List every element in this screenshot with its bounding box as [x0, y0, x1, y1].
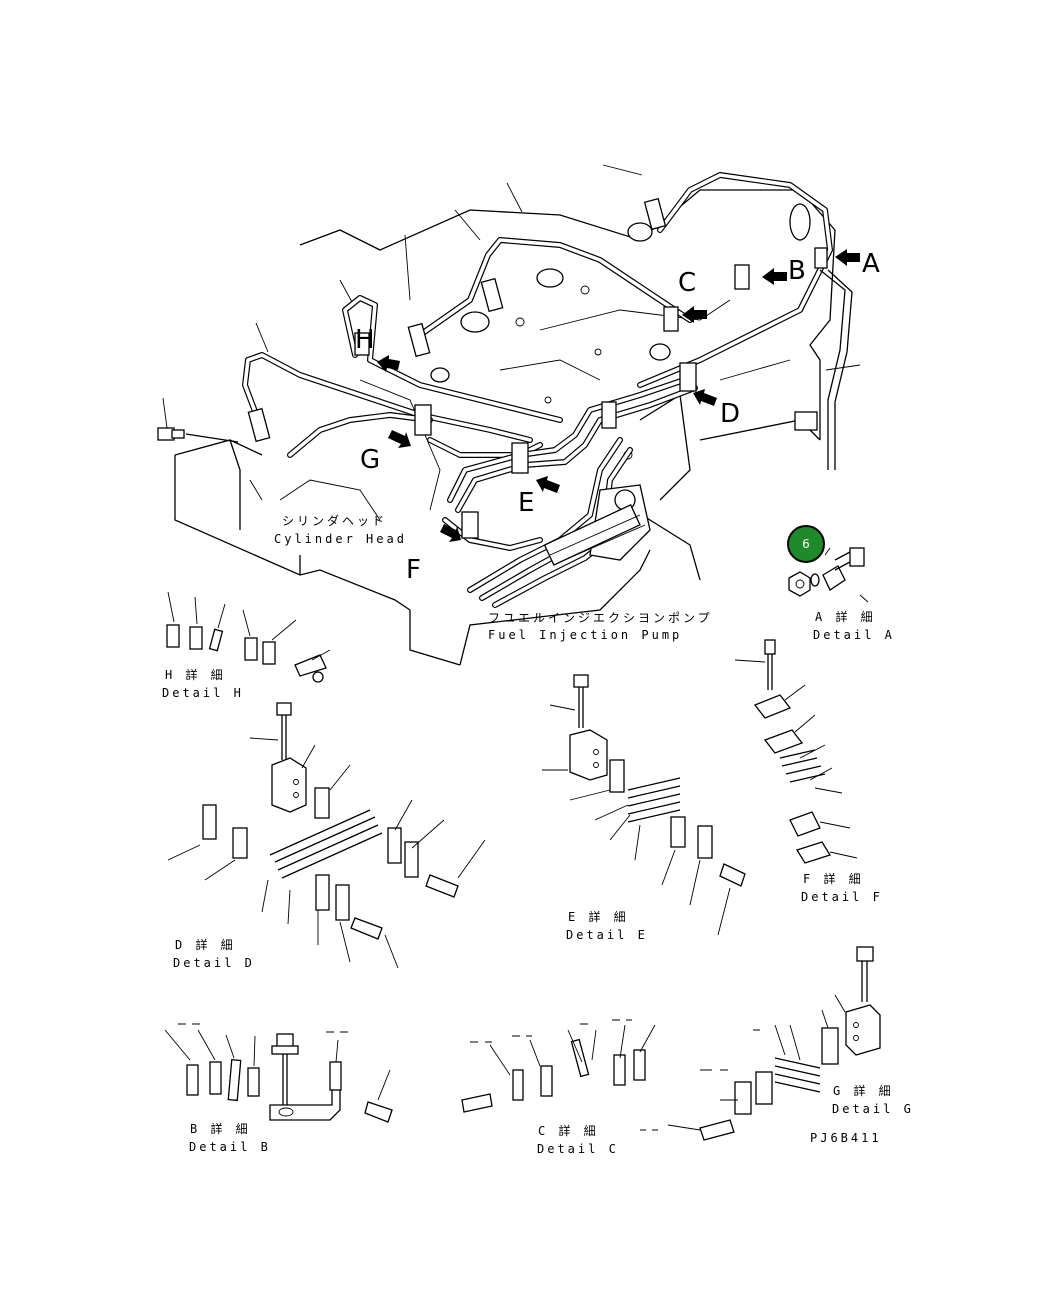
detail-c-title-en: Detail C: [537, 1142, 619, 1156]
view-letter-g: G: [360, 445, 381, 475]
detail-g-title-jp: G 詳 細: [833, 1084, 894, 1098]
detail-h-title-en: Detail H: [162, 686, 244, 700]
detail-d-drawing: [167, 702, 486, 969]
detail-d-title-jp: D 詳 細: [175, 938, 236, 952]
detail-h-title-jp: H 詳 細: [165, 668, 226, 682]
detail-g-drawing: [640, 946, 881, 1141]
view-letter-b: B: [788, 256, 806, 286]
detail-e-drawing: [542, 674, 746, 936]
view-letter-d: D: [720, 399, 741, 429]
engine-block: [157, 189, 836, 666]
pipe-clamps: [354, 247, 828, 539]
detail-b-title-en: Detail B: [189, 1140, 271, 1154]
detail-b-drawing: [164, 1023, 393, 1123]
detail-g-title-en: Detail G: [832, 1102, 914, 1116]
fuel-pump-label-en: Fuel Injection Pump: [488, 628, 683, 642]
detail-e-title-jp: E 詳 細: [568, 910, 629, 924]
detail-h-drawing: [166, 591, 331, 683]
detail-c-drawing: [461, 1019, 656, 1113]
cylinder-head-label-jp: シリンダヘッド: [282, 514, 388, 528]
callout-number: 6: [802, 537, 810, 551]
view-letter-c: C: [678, 268, 697, 298]
detail-a-title-en: Detail A: [813, 628, 895, 642]
cylinder-head-label-en: Cylinder Head: [274, 532, 407, 546]
detail-a-title-jp: A 詳 細: [815, 610, 876, 624]
detail-f-title-jp: F 詳 細: [803, 872, 864, 886]
injection-pipes: [242, 172, 853, 608]
detail-d-title-en: Detail D: [173, 956, 255, 970]
part-callout-6[interactable]: 6: [787, 525, 825, 563]
view-letter-a: A: [862, 249, 880, 279]
drawing-code: PJ6B411: [810, 1131, 882, 1145]
view-letter-e: E: [518, 488, 535, 518]
detail-b-title-jp: B 詳 細: [190, 1122, 251, 1136]
detail-f-drawing: [734, 639, 858, 864]
detail-f-title-en: Detail F: [801, 890, 883, 904]
leader-lines: [162, 164, 861, 429]
view-arrows: [377, 249, 860, 542]
view-letter-h: H: [355, 325, 375, 355]
fuel-pump-label-jp: フユエルインジエクシヨンポンプ: [488, 611, 713, 625]
detail-a-drawing: [788, 547, 869, 603]
detail-e-title-en: Detail E: [566, 928, 648, 942]
detail-c-title-jp: C 詳 細: [538, 1124, 599, 1138]
view-letter-f: F: [406, 555, 421, 585]
